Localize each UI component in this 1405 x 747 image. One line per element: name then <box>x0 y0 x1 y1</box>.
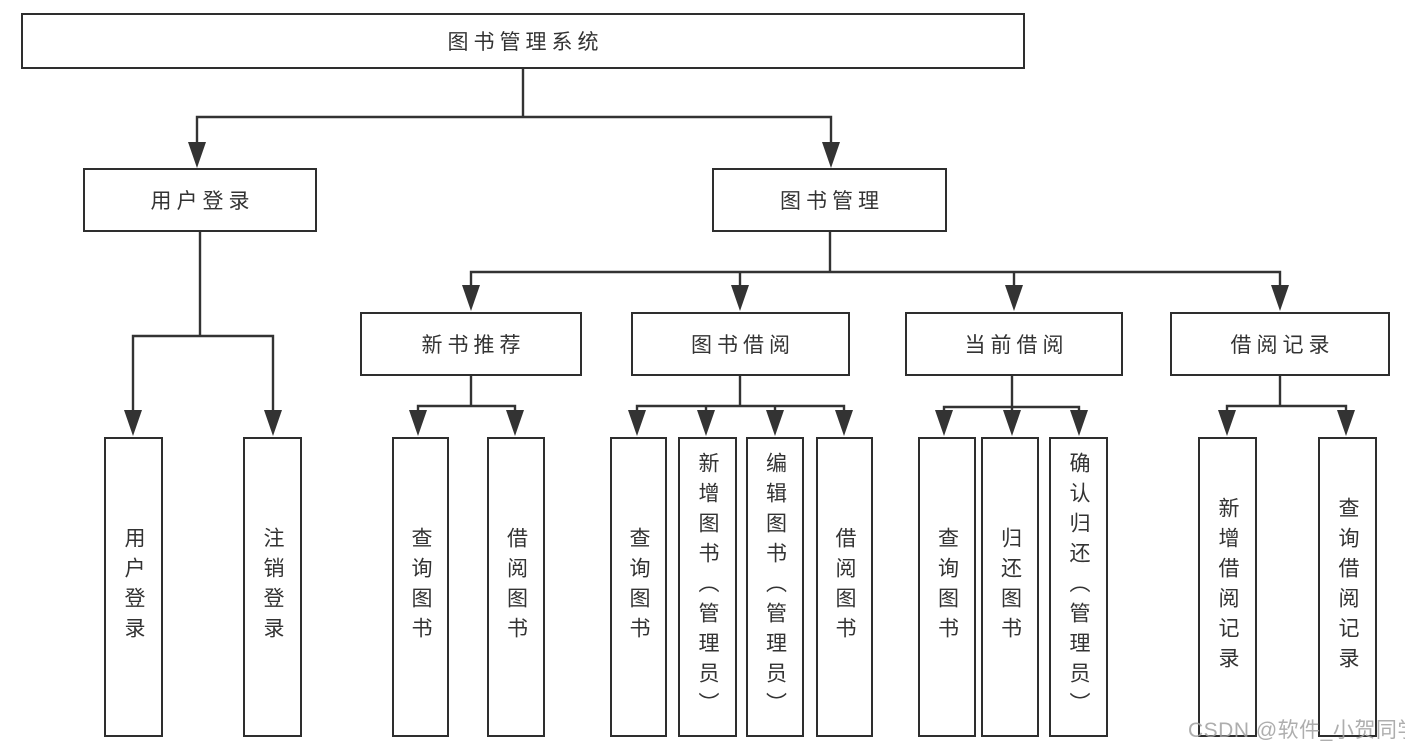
node-label: 新书推荐 <box>421 334 526 357</box>
node-label: 确认归还（管理员） <box>1067 452 1091 722</box>
node-label: 借阅图书 <box>504 527 528 647</box>
leaf-confirm-return-admin: 确认归还（管理员） <box>1049 437 1108 737</box>
leaf-logout: 注销登录 <box>243 437 302 737</box>
node-new-book-recommend: 新书推荐 <box>360 312 582 376</box>
node-user-login: 用户登录 <box>83 168 317 232</box>
node-borrow-records: 借阅记录 <box>1170 312 1390 376</box>
node-book-management: 图书管理 <box>712 168 947 232</box>
leaf-query-borrow-record: 查询借阅记录 <box>1318 437 1377 737</box>
node-label: 查询借阅记录 <box>1336 497 1360 677</box>
node-label: 查询图书 <box>409 527 433 647</box>
node-label: 归还图书 <box>998 527 1022 647</box>
leaf-borrow-books: 借阅图书 <box>816 437 873 737</box>
arrowheads <box>124 142 1355 436</box>
node-label: 编辑图书（管理员） <box>763 452 787 722</box>
node-label: 图书管理 <box>780 190 884 213</box>
leaf-query-books-recommend: 查询图书 <box>392 437 449 737</box>
leaf-borrow-books-recommend: 借阅图书 <box>487 437 545 737</box>
node-book-borrow: 图书借阅 <box>631 312 850 376</box>
node-label: 查询图书 <box>935 527 959 647</box>
node-label: 新增图书（管理员） <box>696 452 720 722</box>
node-current-borrow: 当前借阅 <box>905 312 1123 376</box>
leaf-add-borrow-record: 新增借阅记录 <box>1198 437 1257 737</box>
leaf-add-book-admin: 新增图书（管理员） <box>678 437 737 737</box>
leaf-return-book: 归还图书 <box>981 437 1039 737</box>
node-label: 查询图书 <box>627 527 651 647</box>
node-label: 用户登录 <box>150 190 255 213</box>
node-label: 借阅记录 <box>1230 334 1335 357</box>
leaf-query-books-current: 查询图书 <box>918 437 976 737</box>
node-label: 图书借阅 <box>691 334 795 357</box>
node-label: 新增借阅记录 <box>1216 497 1240 677</box>
node-label: 当前借阅 <box>964 334 1069 357</box>
node-label: 图书管理系统 <box>447 31 604 54</box>
node-label: 注销登录 <box>261 527 285 647</box>
leaf-user-login: 用户登录 <box>104 437 163 737</box>
leaf-edit-book-admin: 编辑图书（管理员） <box>746 437 804 737</box>
csdn-watermark: CSDN @软件_小贺同学 <box>1188 719 1405 742</box>
node-label: 借阅图书 <box>833 527 857 647</box>
node-label: 用户登录 <box>122 527 146 647</box>
leaf-query-books-borrow: 查询图书 <box>610 437 667 737</box>
node-root: 图书管理系统 <box>21 13 1025 69</box>
